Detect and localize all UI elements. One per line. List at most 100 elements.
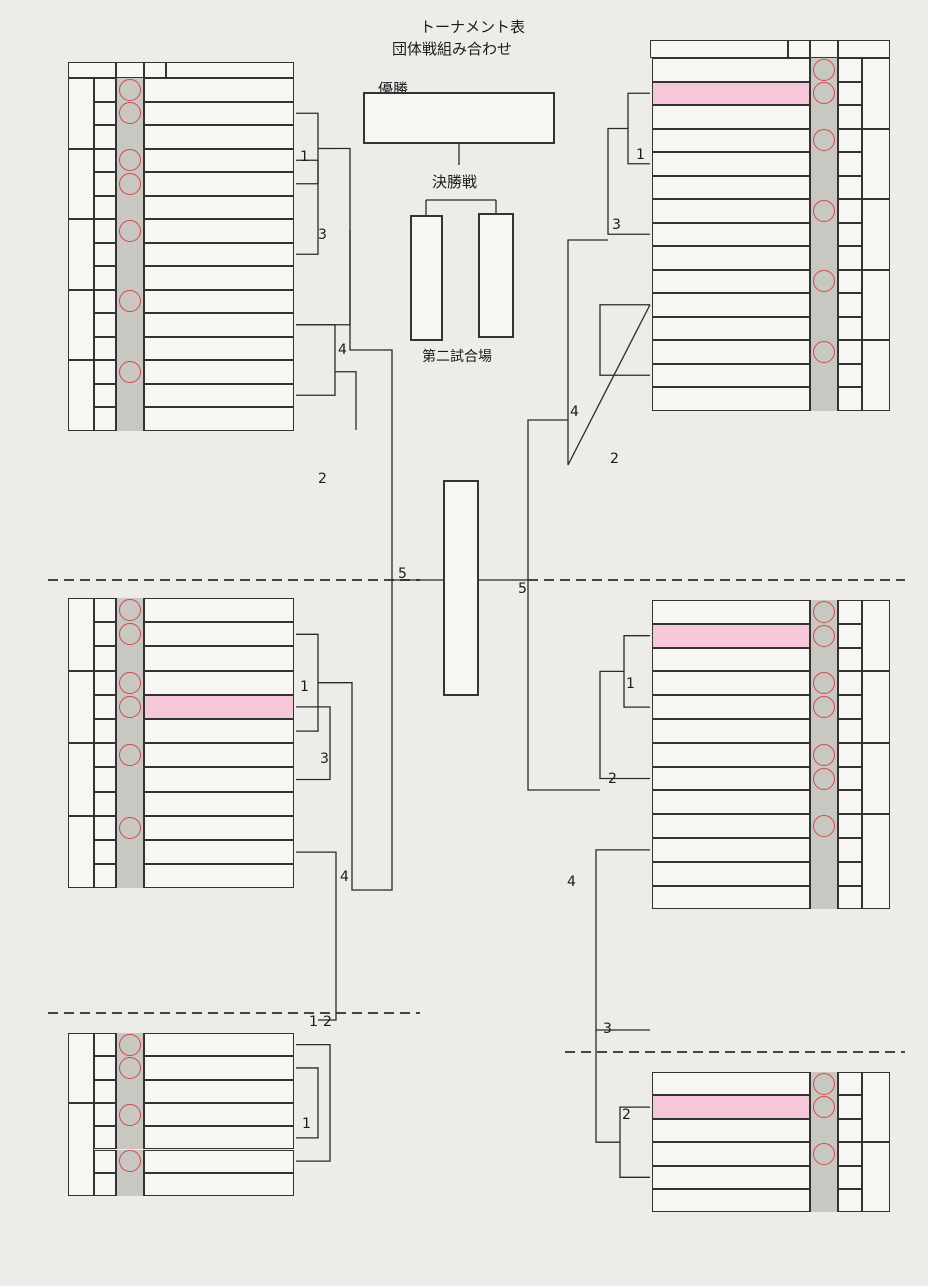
order-cell-48: [810, 363, 838, 387]
block-C-box: [68, 219, 94, 290]
right-header-team: [650, 40, 788, 58]
team-row-33: [144, 1149, 294, 1173]
block-D-box: [68, 289, 94, 360]
team-row-5: [144, 172, 294, 196]
team-row-26: [144, 840, 294, 865]
sub-I-a: [94, 815, 116, 840]
sub-F-a: [94, 598, 116, 623]
bracket-label-rb-4: 4: [567, 874, 576, 890]
order-cell-21: [116, 719, 144, 744]
sub-B-c: [94, 195, 116, 219]
sub-B-b: [94, 172, 116, 196]
block-L-box: [862, 58, 890, 129]
sub-S-c: [838, 790, 862, 815]
sub-Q-c: [838, 647, 862, 672]
block-I-box: [68, 815, 94, 889]
team-row-9: [144, 266, 294, 290]
order-circle-2: [119, 102, 141, 125]
bracket-label-lf-1: 1: [302, 1116, 311, 1132]
block-B-box: [68, 148, 94, 219]
sub-G-c: [94, 719, 116, 744]
sub-U-b: [838, 1095, 862, 1119]
sub-K-c: [94, 1149, 116, 1173]
order-circle-4: [119, 149, 141, 172]
block-R-box: [862, 671, 890, 743]
left-header-team: [166, 62, 294, 78]
order-cell-12: [116, 336, 144, 360]
bracket-left-BC: [296, 159, 319, 255]
order-circle-19: [119, 671, 141, 694]
team-row-30: [144, 1079, 294, 1103]
team-row-45: [652, 293, 810, 317]
sub-E-b: [94, 383, 116, 407]
order-circle-66: [813, 1142, 835, 1165]
team-row-13: [144, 360, 294, 384]
order-cell-65: [810, 1118, 838, 1143]
team-row-54: [652, 695, 810, 719]
sub-H-c: [94, 791, 116, 816]
order-cell-52: [810, 647, 838, 672]
sub-P-b: [838, 363, 862, 387]
order-circle-5: [119, 172, 141, 195]
bracket-label-rt-5: 5: [518, 581, 527, 597]
order-circle-29: [119, 1056, 141, 1079]
sub-M-c: [838, 175, 862, 199]
left-header-order: [116, 62, 144, 78]
bracket-label-rt-4: 4: [570, 404, 579, 420]
right-header-no: [788, 40, 810, 58]
team-row-27: [144, 864, 294, 889]
sub-F-b: [94, 622, 116, 647]
bracket-right-top-semi: [567, 239, 651, 466]
order-circle-17: [119, 623, 141, 646]
block-U-box: [862, 1072, 890, 1143]
order-cell-11: [116, 313, 144, 337]
order-cell-18: [116, 646, 144, 671]
order-circle-51: [813, 624, 835, 647]
bracket-right-QR: [623, 635, 650, 708]
sub-T-a: [838, 814, 862, 838]
order-cell-27: [116, 864, 144, 889]
sub-Q-b: [838, 623, 862, 648]
left-header-no: [144, 62, 166, 78]
order-circle-50: [813, 600, 835, 623]
sub-O-a: [838, 269, 862, 293]
finalist-right-box: [478, 213, 514, 338]
sub-D-c: [94, 336, 116, 360]
team-row-17: [144, 622, 294, 647]
sheet-title: トーナメント表: [420, 18, 526, 36]
center-semifinal-box: [443, 480, 479, 696]
sub-V-c: [838, 1189, 862, 1213]
sub-E-c: [94, 407, 116, 431]
sub-M-a: [838, 128, 862, 152]
order-circle-36: [813, 82, 835, 105]
team-row-19: [144, 670, 294, 695]
sub-A-a: [94, 78, 116, 102]
finalist-left-box: [410, 215, 443, 341]
bracket-label-lt-1: 1: [300, 149, 309, 165]
bracket-label-rt-2: 2: [610, 451, 619, 467]
bracket-label-lb-1: 1: [300, 679, 309, 695]
sub-K-b: [94, 1126, 116, 1150]
team-row-40: [652, 175, 810, 199]
sub-T-c: [838, 861, 862, 886]
bracket-label-rt-3: 3: [612, 217, 621, 233]
bracket-label-rf-3: 3: [603, 1021, 612, 1037]
team-row-10: [144, 289, 294, 313]
sub-A-b: [94, 101, 116, 125]
sub-S-b: [838, 766, 862, 791]
sub-C-b: [94, 242, 116, 266]
order-circle-31: [119, 1103, 141, 1126]
order-cell-37: [810, 105, 838, 129]
sub-T-d: [838, 885, 862, 910]
order-circle-33: [119, 1150, 141, 1173]
right-header-order: [810, 40, 838, 58]
sub-B-a: [94, 148, 116, 172]
team-row-24: [144, 791, 294, 816]
order-circle-44: [813, 270, 835, 293]
sub-L-c: [838, 105, 862, 129]
team-row-20: [144, 694, 294, 719]
team-row-15: [144, 407, 294, 431]
order-cell-55: [810, 719, 838, 743]
bracket-right-bottom-final: [527, 580, 600, 791]
sub-G-b: [94, 694, 116, 719]
